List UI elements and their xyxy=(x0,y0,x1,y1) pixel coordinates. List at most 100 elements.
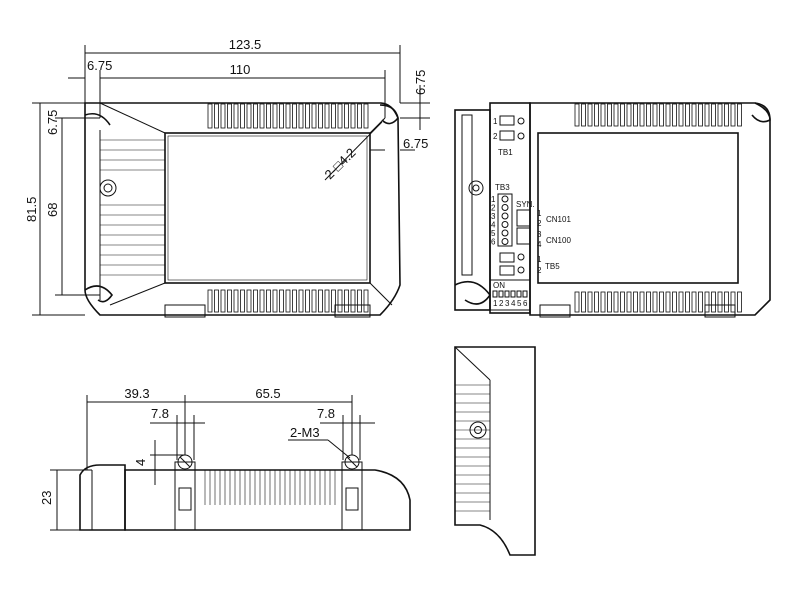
mount-ear-right xyxy=(341,454,363,531)
mount-slot xyxy=(751,102,771,123)
fin xyxy=(292,289,297,313)
fin xyxy=(730,103,736,127)
fin xyxy=(227,289,232,313)
fin xyxy=(607,103,612,127)
fin xyxy=(730,291,736,313)
tb5-label: TB5 xyxy=(545,262,560,271)
tb3-pin: 1 xyxy=(491,195,496,204)
fin xyxy=(331,103,336,129)
dim-left-to-mount: 39.3 xyxy=(124,386,149,401)
dim-mount-spacing: 110 xyxy=(230,62,251,77)
fin xyxy=(691,291,697,313)
fin xyxy=(207,103,213,129)
fin xyxy=(324,103,330,129)
fin xyxy=(594,103,599,127)
fin xyxy=(646,291,651,313)
fin xyxy=(305,289,310,313)
dim-hole-spec: 2-□4.2 xyxy=(322,145,359,182)
syn-label: SYN. xyxy=(516,200,535,209)
dim-right-offset-side: 6.75 xyxy=(403,136,428,151)
fin xyxy=(691,103,697,127)
bottom-fins xyxy=(207,289,369,313)
fin xyxy=(724,103,729,127)
fin xyxy=(737,291,742,313)
fin xyxy=(659,291,664,313)
fin xyxy=(711,291,716,313)
fin xyxy=(581,103,586,127)
dip-pin: 2 xyxy=(499,299,504,308)
dim-ear-left: 7.8 xyxy=(151,406,169,421)
fin xyxy=(318,103,323,129)
fin xyxy=(357,289,362,313)
fin xyxy=(717,103,723,127)
fin xyxy=(240,289,245,313)
fin xyxy=(685,103,690,127)
fin xyxy=(240,103,245,129)
dim-ear-height: 4 xyxy=(133,459,148,466)
fin xyxy=(324,289,330,313)
fin xyxy=(574,291,580,313)
fin xyxy=(253,289,258,313)
dip-switch xyxy=(516,290,522,298)
tb1-pin: 1 xyxy=(493,117,498,126)
fin xyxy=(678,291,684,313)
mount-ear xyxy=(164,304,206,318)
fin xyxy=(298,103,304,129)
dim-left-offset-vertical: 6.75 xyxy=(45,110,60,135)
fin xyxy=(363,103,369,129)
fin xyxy=(344,289,349,313)
tb3-pin: 5 xyxy=(491,229,496,238)
dim-right-offset-top: 6.75 xyxy=(413,70,428,95)
fin xyxy=(620,291,625,313)
mount-slot-left xyxy=(84,112,113,303)
fin xyxy=(626,103,632,127)
fin xyxy=(607,291,612,313)
dim-overall-width: 81.5 xyxy=(24,197,39,222)
fin xyxy=(246,289,252,313)
fin xyxy=(220,289,226,313)
side-fins-bottom xyxy=(574,291,742,313)
fin xyxy=(344,103,349,129)
fin xyxy=(626,291,632,313)
fin xyxy=(220,103,226,129)
cn101-label: CN101 xyxy=(546,215,571,224)
tb3-screw-icon xyxy=(501,212,509,220)
fin xyxy=(600,103,606,127)
fin xyxy=(337,103,343,129)
fin xyxy=(633,291,638,313)
cn100-pin: 4 xyxy=(537,240,542,249)
dip-switch xyxy=(510,290,516,298)
fin xyxy=(233,289,239,313)
tb1-pin: 2 xyxy=(493,132,498,141)
fin xyxy=(207,289,213,313)
fin xyxy=(214,289,219,313)
cn101-pin: 1 xyxy=(537,209,542,218)
fin xyxy=(665,291,671,313)
fin xyxy=(305,103,310,129)
cn100-pin: 3 xyxy=(537,230,542,239)
fin xyxy=(253,103,258,129)
fin xyxy=(698,103,703,127)
fin xyxy=(613,291,619,313)
fin xyxy=(704,291,710,313)
fin xyxy=(266,103,271,129)
fin xyxy=(704,103,710,127)
mount-slot xyxy=(454,280,491,305)
dim-mount-to-mount: 65.5 xyxy=(255,386,280,401)
mount-ear-left xyxy=(174,454,196,531)
dip-pin: 4 xyxy=(511,299,516,308)
fin xyxy=(672,103,677,127)
fin xyxy=(246,103,252,129)
fin xyxy=(285,103,291,129)
fin xyxy=(318,289,323,313)
tb5-pin: 2 xyxy=(537,266,542,275)
dim-height: 23 xyxy=(39,491,54,505)
tb3-screw-icon xyxy=(501,221,509,228)
fin xyxy=(279,103,284,129)
fin xyxy=(574,103,580,127)
fin xyxy=(652,103,658,127)
fin xyxy=(665,103,671,127)
fin xyxy=(659,103,664,127)
